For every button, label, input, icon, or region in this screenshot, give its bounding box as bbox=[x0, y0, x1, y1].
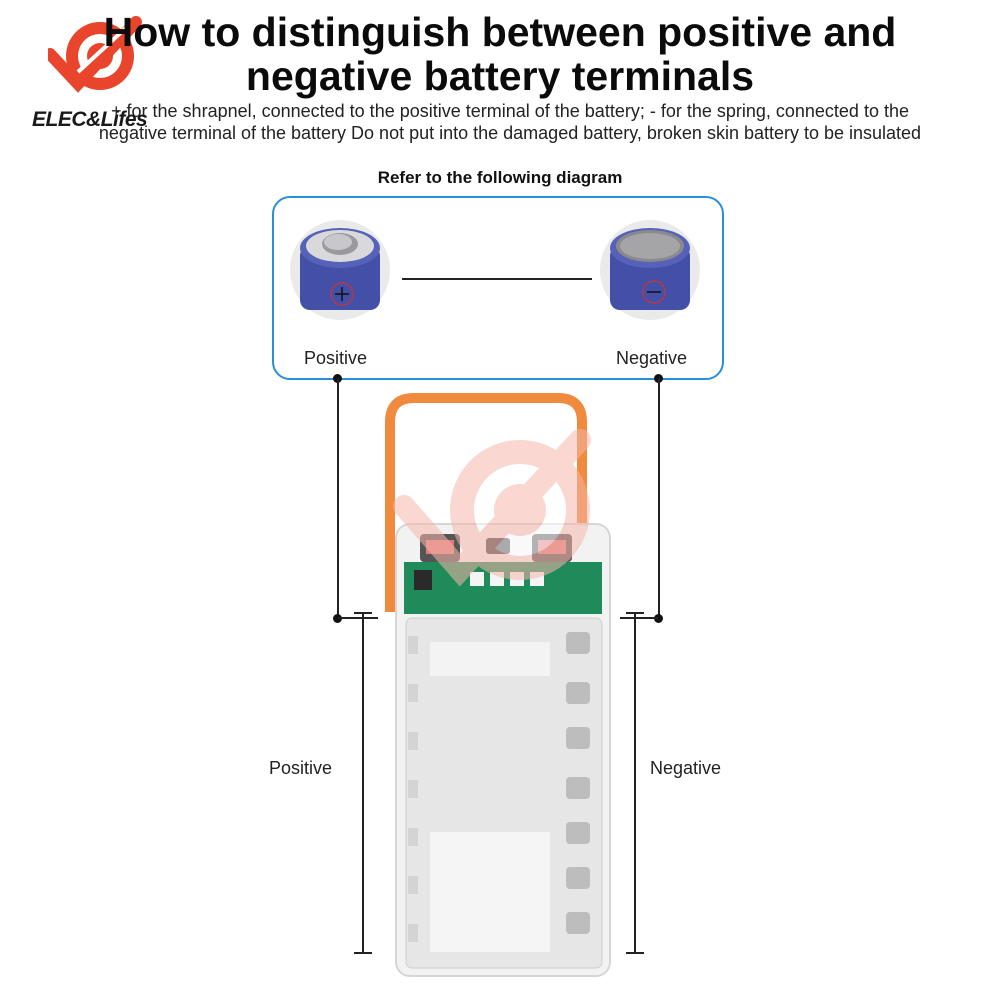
brand-logo-icon bbox=[48, 16, 142, 93]
positive-bracket-top bbox=[354, 612, 372, 614]
title-line-1: How to distinguish between positive and bbox=[103, 9, 897, 55]
negative-label: Negative bbox=[616, 348, 688, 368]
positive-lead-line bbox=[337, 378, 339, 618]
refer-text: Refer to the following diagram bbox=[377, 168, 623, 187]
negative-bracket-bottom bbox=[626, 952, 644, 954]
negative-bracket-top bbox=[626, 612, 644, 614]
negative-battery-cell bbox=[598, 218, 702, 322]
page-title: How to distinguish between positive and … bbox=[0, 10, 1000, 98]
negative-lead-line bbox=[658, 378, 660, 618]
positive-bracket-bottom bbox=[354, 952, 372, 954]
negative-lead-tick bbox=[620, 617, 658, 619]
negative-bracket-line bbox=[634, 612, 636, 954]
positive-label: Positive bbox=[304, 348, 368, 368]
brand-name: ELEC&Lifes bbox=[32, 108, 148, 131]
watermark-logo-icon bbox=[390, 420, 610, 625]
positive-lead-end-dot bbox=[333, 614, 342, 623]
terminal-connector-line bbox=[402, 278, 592, 280]
negative-lead-end-dot bbox=[654, 614, 663, 623]
terminal-diagram-box: Positive Negative bbox=[272, 196, 724, 380]
brand-logo: ELEC&Lifes bbox=[28, 14, 158, 134]
product-positive-label: Positive bbox=[269, 758, 333, 778]
positive-lead-tick bbox=[338, 617, 378, 619]
description-text: + for the shrapnel, connected to the pos… bbox=[98, 101, 922, 143]
positive-bracket-line bbox=[362, 612, 364, 954]
positive-battery-cell bbox=[288, 218, 392, 322]
product-negative-label: Negative bbox=[650, 758, 722, 778]
title-line-2: negative battery terminals bbox=[245, 53, 755, 99]
